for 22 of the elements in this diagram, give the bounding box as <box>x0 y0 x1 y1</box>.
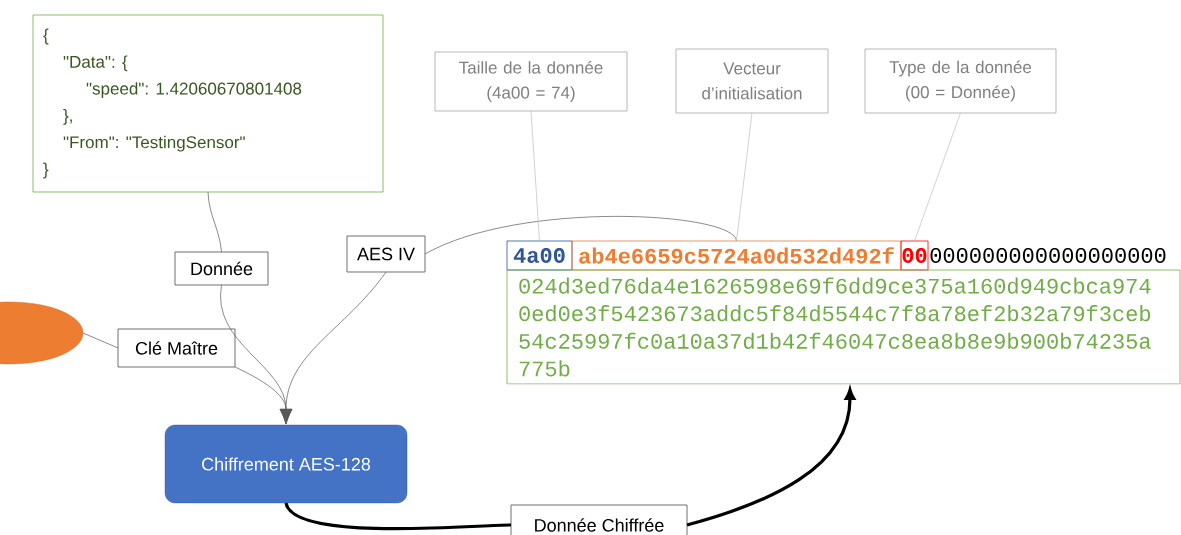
leader-line <box>530 110 540 242</box>
connector-line <box>424 216 737 255</box>
label-box: AES IV <box>346 235 426 273</box>
connector-line <box>82 332 119 349</box>
ciphertext-box: 024d3ed76da4e1626598e69f6dd9ce375a160d949cbca974 0ed0e3f5423673addc5f84d5544c7f8a78ef2b32a79f3ceb 54c25997fc0a10a37d1b42f46047c8ea8b8e9b900b74235a 775b <box>506 269 1181 385</box>
leader-line <box>736 112 753 242</box>
connector-line <box>284 502 512 531</box>
label-box: Donnée Chiffrée <box>510 504 688 535</box>
process-box: Chiffrement AES-128 <box>164 424 408 504</box>
json-box: { "Data": { "speed": 1.42060670801408 }, "From": "TestingSensor" } <box>32 14 384 193</box>
size-field: 4a00 <box>506 240 573 271</box>
type-field: 00 <box>900 240 929 271</box>
callout-box: Type de la donnée (00 = Donnée) <box>864 48 1057 114</box>
callout-box: Taille de la donnée (4a00 = 74) <box>434 51 628 112</box>
callout-box: Vecteur d’initialisation <box>675 48 829 114</box>
connector-line <box>207 191 222 253</box>
label-box: Donnée <box>174 251 269 286</box>
arrow <box>234 366 293 424</box>
leader-line <box>914 112 961 242</box>
label-box: Clé Maître <box>117 328 236 368</box>
padding-text: 000000000000000000 <box>930 248 1166 263</box>
iv-field: ab4e6659c5724a0d532d492f <box>571 240 902 271</box>
